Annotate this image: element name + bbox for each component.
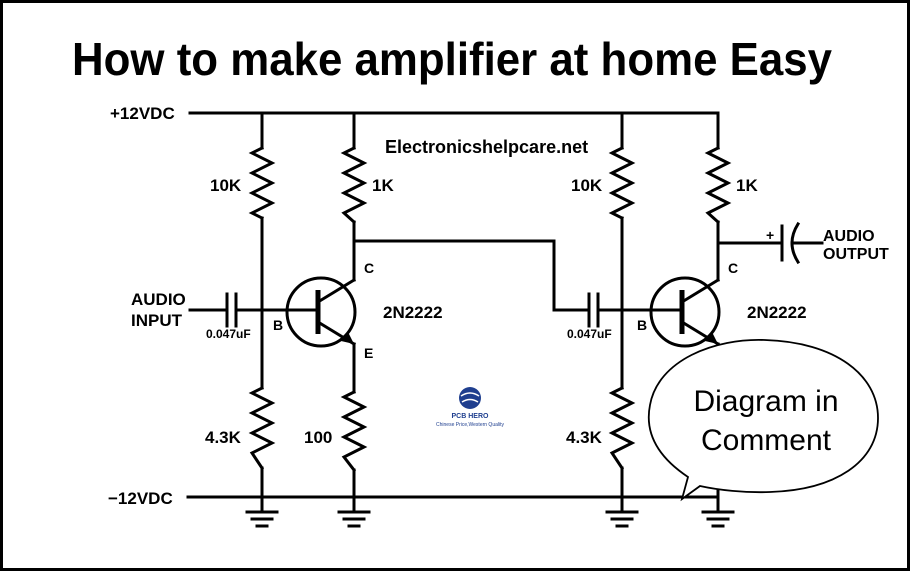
transistor-2n2222-stage2 — [649, 276, 721, 348]
pin-b-stage1: B — [273, 317, 283, 333]
pin-b-stage2: B — [637, 317, 647, 333]
label-transistor-stage1: 2N2222 — [383, 303, 443, 322]
label-4.3k-stage1: 4.3K — [205, 428, 242, 447]
pin-e-stage1: E — [364, 345, 373, 361]
bubble-line1: Diagram in — [693, 385, 838, 418]
ground-icon — [605, 510, 639, 528]
pcb-hero-logo: PCB HERO Chinese Price,Western Quality — [436, 387, 504, 428]
negative-rail-label: −12VDC — [108, 489, 173, 508]
audio-input-line2: INPUT — [131, 311, 183, 330]
resistor-4.3k-stage2 — [608, 385, 636, 471]
audio-output-line2: OUTPUT — [823, 246, 889, 263]
label-1k-stage2: 1K — [736, 176, 758, 195]
label-cap-stage1: 0.047uF — [206, 327, 251, 341]
logo-name: PCB HERO — [452, 413, 490, 420]
label-10k-stage2: 10K — [571, 176, 603, 195]
output-cap-polarity: + — [766, 227, 774, 243]
resistor-1k-stage2 — [704, 145, 732, 225]
ground-icon — [337, 510, 371, 528]
label-1k-stage1: 1K — [372, 176, 394, 195]
label-4.3k-stage2: 4.3K — [566, 428, 603, 447]
resistor-100-stage1 — [340, 389, 368, 473]
resistor-10k-stage2 — [608, 145, 636, 221]
positive-rail-label: +12VDC — [110, 104, 175, 123]
resistor-4.3k-stage1 — [248, 385, 276, 471]
bubble-line2: Comment — [701, 424, 832, 457]
diagram-title: How to make amplifier at home Easy — [72, 33, 832, 85]
pin-c-stage1: C — [364, 260, 374, 276]
stage-1: 10K 4.3K 1K AUDIO INPUT 0.047uF B — [131, 111, 443, 528]
interstage-wire — [352, 239, 590, 312]
logo-globe-icon — [459, 387, 481, 409]
audio-input-line1: AUDIO — [131, 290, 186, 309]
logo-tagline: Chinese Price,Western Quality — [436, 422, 504, 428]
resistor-10k-stage1 — [248, 145, 276, 221]
pin-c-stage2: C — [728, 260, 738, 276]
transistor-2n2222-stage1 — [285, 276, 357, 348]
audio-output-line1: AUDIO — [823, 228, 875, 245]
resistor-1k-stage1 — [340, 145, 368, 225]
ground-icon — [701, 510, 735, 528]
label-100-stage1: 100 — [304, 428, 332, 447]
website-label: Electronicshelpcare.net — [385, 137, 588, 157]
label-transistor-stage2: 2N2222 — [747, 303, 807, 322]
comment-speech-bubble: Diagram in Comment — [647, 339, 879, 502]
label-10k-stage1: 10K — [210, 176, 242, 195]
label-cap-stage2: 0.047uF — [567, 327, 612, 341]
ground-icon — [245, 510, 279, 528]
